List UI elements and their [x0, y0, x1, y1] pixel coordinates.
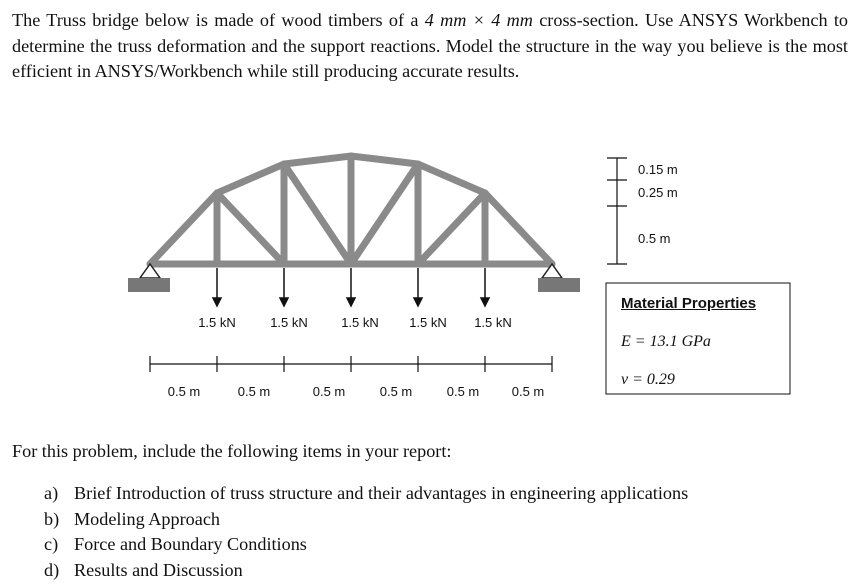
height-label: 0.25 m	[638, 185, 678, 200]
load-label: 1.5 kN	[270, 315, 308, 330]
span-label: 0.5 m	[238, 384, 271, 399]
list-item: a)Brief Introduction of truss structure …	[44, 481, 688, 507]
list-item: c)Force and Boundary Conditions	[44, 532, 688, 558]
load-label: 1.5 kN	[409, 315, 447, 330]
right-support	[538, 264, 580, 292]
load-label: 1.5 kN	[198, 315, 236, 330]
item-label: c)	[44, 532, 74, 558]
diagonal-member	[418, 193, 485, 264]
height-label: 0.5 m	[638, 231, 671, 246]
truss-figure: 1.5 kN 1.5 kN 1.5 kN 1.5 kN 1.5 kN 0.5 m…	[0, 140, 862, 420]
item-text: Force and Boundary Conditions	[74, 534, 307, 554]
diagonal-member	[284, 164, 351, 264]
truss-diagram: 1.5 kN 1.5 kN 1.5 kN 1.5 kN 1.5 kN 0.5 m…	[0, 140, 862, 420]
report-items: a)Brief Introduction of truss structure …	[44, 481, 688, 583]
diagonal-member	[217, 193, 284, 264]
report-lead: For this problem, include the following …	[12, 441, 451, 462]
span-dimension-line	[150, 356, 552, 372]
item-text: Results and Discussion	[74, 560, 243, 580]
item-label: d)	[44, 558, 74, 583]
span-label: 0.5 m	[512, 384, 545, 399]
height-dimension-line	[607, 158, 627, 264]
left-support	[128, 264, 170, 292]
span-label: 0.5 m	[380, 384, 413, 399]
intro-text-1: The Truss bridge below is made of wood t…	[12, 10, 425, 30]
span-label: 0.5 m	[447, 384, 480, 399]
diagonal-member	[351, 164, 418, 264]
load-label: 1.5 kN	[474, 315, 512, 330]
item-text: Brief Introduction of truss structure an…	[74, 483, 688, 503]
span-label: 0.5 m	[168, 384, 201, 399]
height-label: 0.15 m	[638, 162, 678, 177]
poissons-ratio: ν = 0.29	[621, 371, 675, 389]
material-title: Material Properties	[621, 295, 756, 312]
youngs-modulus: E = 13.1 GPa	[621, 333, 711, 351]
problem-statement: The Truss bridge below is made of wood t…	[12, 8, 848, 85]
item-label: a)	[44, 481, 74, 507]
load-arrows	[213, 268, 489, 306]
item-label: b)	[44, 507, 74, 533]
cross-section-value: 4 mm × 4 mm	[425, 10, 533, 30]
truss-members	[150, 156, 552, 264]
list-item: d)Results and Discussion	[44, 558, 688, 583]
list-item: b)Modeling Approach	[44, 507, 688, 533]
load-label: 1.5 kN	[341, 315, 379, 330]
item-text: Modeling Approach	[74, 509, 220, 529]
span-label: 0.5 m	[313, 384, 346, 399]
